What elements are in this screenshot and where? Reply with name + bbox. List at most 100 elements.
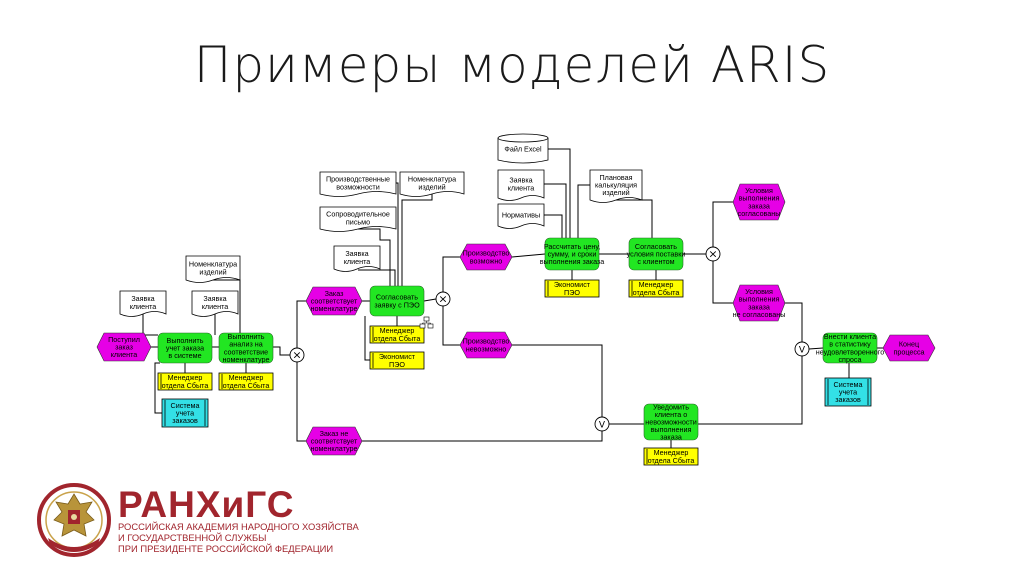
d10-label-1: Плановая (600, 173, 633, 182)
e6-label-3: заказа (748, 201, 770, 210)
r4-label-2: ПЭО (389, 360, 405, 369)
file-fl1[interactable]: Файл Excel (497, 133, 549, 164)
d1-label-1: Заявка (131, 294, 154, 303)
d3-label-2: изделий (199, 267, 226, 276)
r1-label-1: Менеджер (168, 373, 203, 382)
f7-label-1: Внести клиента (824, 332, 876, 341)
e1-label-2: заказ (115, 343, 134, 352)
r5-label-2: ПЭО (564, 288, 580, 297)
f1-label-1: Выполнить (167, 336, 204, 345)
e4-label-2: невозможно (466, 344, 507, 353)
x2-symbol: × (438, 293, 447, 306)
connection-line (442, 256, 460, 292)
connector-v1[interactable]: V (594, 416, 610, 432)
e5-label-3: номенклатуре (310, 444, 357, 453)
d2-label-1: Заявка (203, 294, 226, 303)
e2-label-2: соответствует (311, 297, 358, 306)
ranepa-emblem-icon (37, 483, 111, 557)
function-f4[interactable]: Рассчитать цену,сумму, и срокивыполнения… (540, 237, 605, 271)
connection-line (698, 356, 803, 425)
d5-label-1: Номенклатура (408, 175, 456, 184)
connector-x1[interactable]: × (289, 347, 305, 363)
connection-line (396, 182, 399, 286)
f2-label-1: Выполнить (228, 332, 265, 341)
e8-label-2: процесса (893, 347, 924, 356)
f4-label-2: сумму, и сроки (548, 250, 597, 259)
f1-label-3: в системе (168, 351, 201, 360)
logo-subtitle-line-2: И ГОСУДАРСТВЕННОЙ СЛУЖБЫ (118, 532, 267, 543)
f3-label-1: Согласовать (376, 293, 418, 302)
e1-label-3: клиента (111, 350, 138, 359)
e3-label-2: возможно (470, 256, 503, 265)
e2-label-1: Заказ (325, 289, 345, 298)
connection-line (358, 269, 396, 286)
connection-line (273, 346, 290, 356)
f3-label-2: заявку с ПЭО (374, 300, 420, 309)
connector-x2[interactable]: × (435, 291, 451, 307)
e5-label-1: Заказ не (320, 429, 349, 438)
e1-label-1: Поступил (108, 335, 140, 344)
e7-label-3: заказа (748, 302, 770, 311)
r5-label-1: Экономист (554, 280, 591, 289)
r1-label-2: отдела Сбыта (162, 381, 209, 390)
connector-x3[interactable]: × (705, 246, 721, 262)
f7-label-3: неудовлетворенного (816, 347, 884, 356)
connection-line (712, 261, 733, 304)
logo-name: РАНХиГС (118, 484, 295, 525)
d6-label-1: Сопроводительное (326, 210, 390, 219)
d2-label-2: клиента (202, 302, 229, 311)
e7-label-4: не согласованы (733, 310, 786, 319)
e7-label-1: Условия (745, 287, 773, 296)
s1-label-3: заказов (172, 416, 198, 425)
logo-subtitle-line-3: ПРИ ПРЕЗИДЕНТЕ РОССИЙСКОЙ ФЕДЕРАЦИИ (118, 543, 334, 554)
document-d9[interactable]: Нормативы (497, 203, 545, 229)
connection-line (296, 300, 306, 348)
v2-symbol: V (799, 346, 806, 356)
v1-symbol: V (599, 421, 606, 431)
e2-label-3: номенклатуре (310, 304, 357, 313)
connection-line (544, 183, 567, 238)
d9-label-1: Нормативы (502, 211, 540, 220)
f2-label-2: анализ на (229, 340, 262, 349)
f5-label-3: с клиентом (637, 257, 674, 266)
connection-line (423, 298, 437, 302)
connector-v2[interactable]: V (794, 341, 810, 357)
e6-label-4: согласованы (738, 209, 781, 218)
connection-line (548, 148, 571, 238)
connection-line (577, 184, 590, 238)
s1-label-2: учета (176, 409, 194, 418)
r2-label-1: Менеджер (229, 373, 264, 382)
